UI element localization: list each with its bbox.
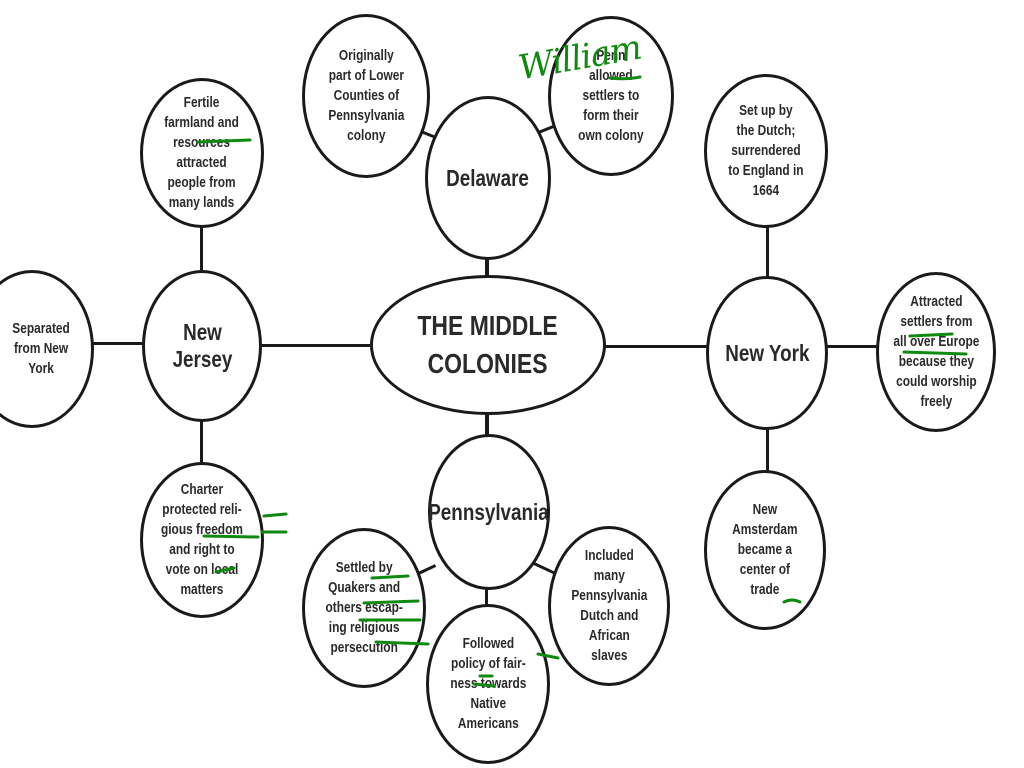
- detail-text: Separated from New York: [12, 321, 70, 377]
- colony-new-jersey: New Jersey: [142, 270, 262, 422]
- detail-text: Penn allowed settlers to form their own …: [578, 48, 644, 144]
- colony-pennsylvania-label: Pennsylvania: [428, 498, 550, 525]
- detail-delaware-lower-counties: Originally part of Lower Counties of Pen…: [302, 14, 430, 178]
- green-underlines: [196, 75, 968, 688]
- detail-text: Included many Pennsylvania Dutch and Afr…: [570, 548, 648, 664]
- detail-ny-dutch: Set up by the Dutch; surrendered to Engl…: [704, 74, 828, 228]
- colony-new-jersey-label: New Jersey: [172, 319, 232, 372]
- detail-text: New Amsterdam became a center of trade: [732, 502, 798, 598]
- colony-delaware: Delaware: [425, 96, 551, 260]
- detail-text: Fertile farmland and resources attracted…: [164, 95, 240, 211]
- detail-text: Attracted settlers from all over Europe …: [893, 294, 979, 410]
- colony-new-york: New York: [706, 276, 828, 430]
- connector-ny-dutch: [766, 222, 769, 280]
- connector-center-new-york: [604, 345, 710, 348]
- connector-center-delaware: [485, 244, 489, 278]
- colony-pennsylvania: Pennsylvania: [428, 434, 550, 590]
- detail-nj-charter: Charter protected reli- gious freedom an…: [140, 462, 264, 618]
- detail-pa-quakers: Settled by Quakers and others escap- ing…: [302, 528, 426, 688]
- detail-text: Charter protected reli- gious freedom an…: [161, 482, 243, 598]
- connector-nj-separated: [90, 342, 144, 345]
- detail-text: Originally part of Lower Counties of Pen…: [327, 48, 405, 144]
- detail-text: Set up by the Dutch; surrendered to Engl…: [728, 103, 804, 199]
- detail-text: Followed policy of fair- ness towards Na…: [449, 636, 526, 732]
- connector-nj-charter: [200, 418, 203, 468]
- connector-nj-farmland: [200, 222, 203, 276]
- colony-delaware-label: Delaware: [446, 164, 530, 191]
- colony-new-york-label: New York: [724, 339, 810, 366]
- connector-ny-amsterdam: [766, 425, 769, 475]
- detail-pa-policy: Followed policy of fair- ness towards Na…: [426, 604, 550, 764]
- connector-pa-policy: [485, 585, 488, 609]
- detail-nj-farmland: Fertile farmland and resources attracted…: [140, 78, 264, 228]
- connector-ny-settlers: [824, 345, 884, 348]
- detail-pa-dutch: Included many Pennsylvania Dutch and Afr…: [548, 526, 670, 686]
- detail-text: Settled by Quakers and others escap- ing…: [325, 560, 403, 656]
- center-node: THE MIDDLE COLONIES: [370, 275, 606, 415]
- detail-delaware-penn: Penn allowed settlers to form their own …: [548, 16, 674, 176]
- detail-ny-amsterdam: New Amsterdam became a center of trade: [704, 470, 826, 630]
- connector-center-pennsylvania: [485, 412, 489, 438]
- connector-center-new-jersey: [258, 344, 372, 347]
- center-label: THE MIDDLE COLONIES: [417, 310, 559, 379]
